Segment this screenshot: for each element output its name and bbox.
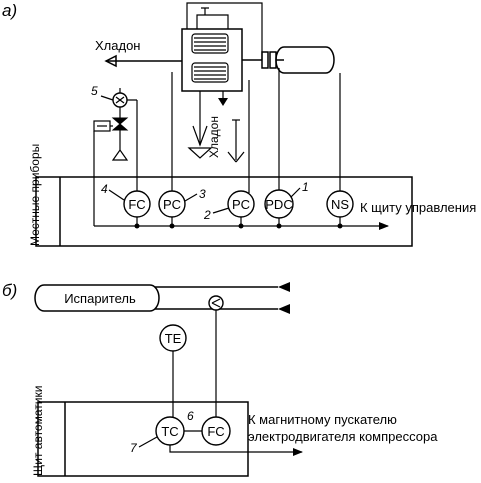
node-pdc1 <box>276 223 282 229</box>
signal-lines-a <box>113 68 341 193</box>
flow-sensor <box>208 295 224 311</box>
output-bus-a <box>94 217 389 230</box>
ns-tag: NS <box>331 197 349 212</box>
local-panel: Местные приборы <box>28 144 413 247</box>
instrument-ns: NS <box>326 190 354 218</box>
output-line-b <box>169 445 303 456</box>
shutoff-valve <box>111 117 129 131</box>
freon-vertical-label: Хладон <box>207 116 221 158</box>
automation-panel-frame <box>37 401 249 477</box>
pc3-number: 3 <box>199 187 206 201</box>
evaporator-label: Испаритель <box>64 291 136 306</box>
pc3-leader <box>184 193 198 202</box>
node-fc4 <box>134 223 140 229</box>
fc4-tag: FC <box>128 197 145 212</box>
compressor-stage-lower <box>191 62 229 83</box>
tc7-leader <box>138 436 158 448</box>
control-valve-group: 5 <box>91 84 129 226</box>
freon-outlet-arrow <box>104 54 117 68</box>
local-panel-label: Местные приборы <box>28 144 42 246</box>
automation-panel-label: Щит автоматики <box>31 386 45 476</box>
pdc1-number: 1 <box>302 180 309 194</box>
fc6-number: 6 <box>187 409 194 423</box>
compressor-top-tap <box>201 7 209 15</box>
coupling-right <box>269 51 277 69</box>
valve-5-leader <box>100 95 114 101</box>
compressor-fins-lower <box>194 66 226 80</box>
instrument-tc7: TC 7 <box>130 416 185 455</box>
node-ns <box>337 223 343 229</box>
flow-sensor-mark <box>211 298 221 308</box>
pipe-upper-arrow <box>278 282 290 292</box>
pdc1-tag: PDC <box>265 197 292 212</box>
pipe-lower-arrow <box>278 304 290 314</box>
pipe-right-funnel <box>227 151 245 163</box>
pipe-funnel-left <box>192 125 208 147</box>
instrument-drops <box>136 217 341 226</box>
pc3-tag: PC <box>163 197 181 212</box>
compressor-fins-upper <box>194 37 226 51</box>
fc4-number: 4 <box>101 182 108 196</box>
instrument-pc3: PC 3 <box>158 187 206 218</box>
tc7-tag: TC <box>161 424 178 439</box>
pipe-arrow-down <box>218 98 228 106</box>
pc2-tag: PC <box>232 197 250 212</box>
instrument-pdc1: PDC 1 <box>264 180 309 219</box>
pc2-number: 2 <box>203 208 211 222</box>
local-panel-frame <box>35 176 413 247</box>
instrument-fc6: FC 6 <box>187 409 231 446</box>
coupling-left <box>261 51 269 69</box>
compressor-top-line <box>186 2 263 60</box>
compressor-stage-upper <box>191 33 229 54</box>
freon-left-label: Хладон <box>95 38 140 53</box>
instrument-pc2: PC 2 <box>203 190 255 222</box>
output-b: К магнитному пускателю электродвигателя … <box>169 412 438 456</box>
compressor <box>181 2 263 92</box>
tc7-number: 7 <box>130 441 138 455</box>
evaporator: Испаритель <box>34 284 160 312</box>
motor-assembly <box>242 46 335 74</box>
diagram-a: а) Хладон <box>2 1 476 247</box>
instrument-te: TE <box>159 324 187 352</box>
compressor-piping: Хладон <box>187 91 245 163</box>
instrument-fc4: FC 4 <box>101 182 151 218</box>
node-pc3 <box>169 223 175 229</box>
pipe-drain-triangle <box>187 147 213 159</box>
pc2-leader <box>212 207 230 214</box>
valve-5-mark <box>115 96 125 104</box>
node-pc2 <box>238 223 244 229</box>
valve-5-number: 5 <box>91 84 98 98</box>
automation-panel: Щит автоматики <box>31 386 249 477</box>
section-a-label: а) <box>2 1 17 20</box>
signal-lines-b <box>172 310 217 417</box>
valve-drain-triangle <box>111 148 129 161</box>
evaporator-piping <box>155 282 290 314</box>
freon-outlet: Хладон <box>95 38 182 68</box>
diagram-b: б) Испаритель TE Щит автоматики <box>2 281 438 477</box>
control-panel-output-label: К щиту управления <box>360 200 476 215</box>
evaporator-body <box>34 284 160 312</box>
output-label-line1: К магнитному пускателю <box>248 412 397 427</box>
fc6-tag: FC <box>207 424 224 439</box>
pdc1-leader <box>290 187 301 198</box>
section-b-label: б) <box>2 281 17 300</box>
electric-motor <box>275 46 335 74</box>
compressor-top-connection <box>196 14 229 29</box>
output-label-line2: электродвигателя компрессора <box>248 429 438 444</box>
fc4-leader <box>108 189 125 201</box>
te-tag: TE <box>165 331 182 346</box>
